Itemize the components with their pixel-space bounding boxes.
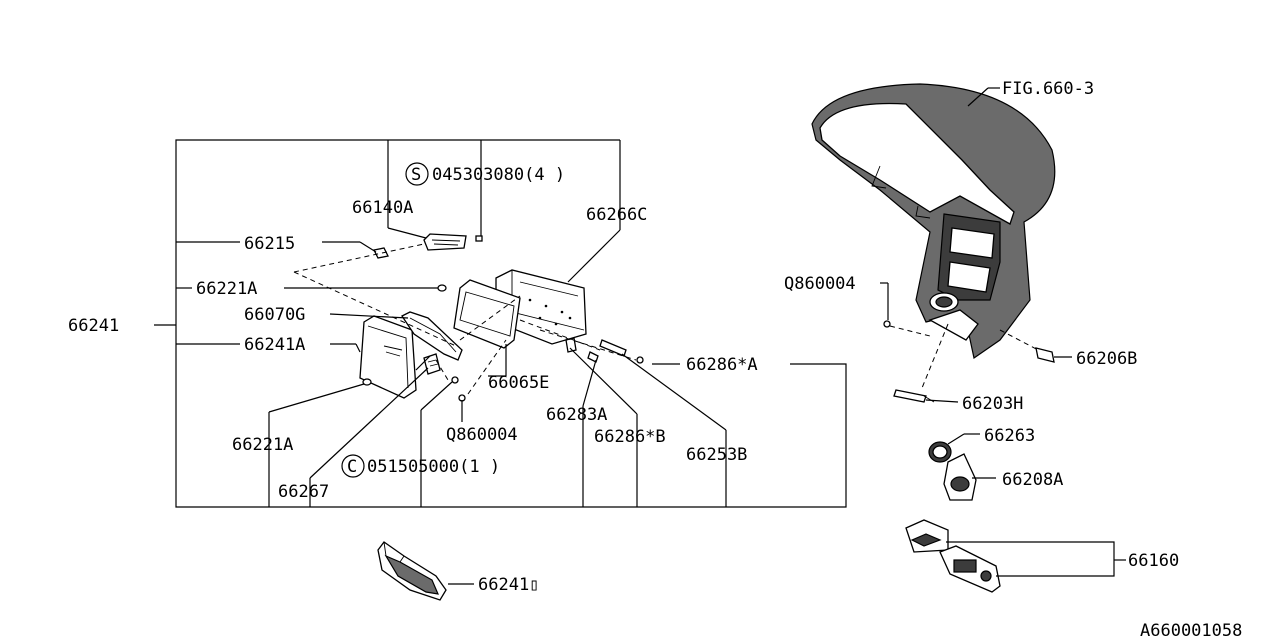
clip-66221A-bottom bbox=[362, 378, 372, 386]
part-66206B bbox=[1035, 347, 1055, 363]
part-66283A bbox=[565, 337, 577, 353]
screw-symbol-icon: S bbox=[405, 162, 429, 186]
console-small-parts bbox=[893, 347, 1055, 593]
switch-66140A bbox=[423, 233, 483, 251]
label-66140A: 66140A bbox=[352, 198, 413, 218]
console-guide-lines bbox=[889, 323, 1043, 389]
svg-text:S: S bbox=[411, 165, 421, 185]
label-q860004-right: Q860004 bbox=[784, 274, 856, 294]
connector-66267 bbox=[423, 353, 441, 375]
label-66267: 66267 bbox=[278, 482, 329, 502]
part-labels: FIG.660-3 045303080(4 ) 66140A 66266C 66… bbox=[68, 79, 1242, 640]
label-66070G: 66070G bbox=[244, 305, 305, 325]
label-66208A: 66208A bbox=[1002, 470, 1063, 490]
label-66221A-top: 66221A bbox=[196, 279, 257, 299]
label-66286A: 66286*A bbox=[686, 355, 758, 375]
part-66203H bbox=[893, 389, 927, 403]
svg-text:C: C bbox=[347, 457, 357, 477]
label-66241A: 66241A bbox=[244, 335, 305, 355]
label-66266C: 66266C bbox=[586, 205, 647, 225]
frame-66065E bbox=[453, 279, 521, 349]
clip-66221A-top bbox=[437, 284, 447, 292]
label-q860004-left: Q860004 bbox=[446, 425, 518, 445]
label-045303080: 045303080(4 ) bbox=[432, 165, 565, 185]
panel-66241A bbox=[359, 315, 417, 399]
clip-66215 bbox=[373, 247, 389, 259]
label-fig-660-3: FIG.660-3 bbox=[1002, 79, 1094, 99]
clip-symbol-icon: C bbox=[341, 454, 365, 478]
clip-051505000 bbox=[451, 376, 459, 384]
assembly-guide-lines bbox=[293, 243, 637, 395]
label-reference-code: A660001058 bbox=[1140, 621, 1242, 640]
assembly-frame bbox=[154, 139, 847, 508]
label-66206B: 66206B bbox=[1076, 349, 1137, 369]
label-051505000: 051505000(1 ) bbox=[367, 457, 500, 477]
label-66286B: 66286*B bbox=[594, 427, 666, 447]
label-66241D: 66241▯ bbox=[478, 575, 539, 595]
label-66160: 66160 bbox=[1128, 551, 1179, 571]
label-66065E: 66065E bbox=[488, 373, 549, 393]
label-66263: 66263 bbox=[984, 426, 1035, 446]
label-66283A: 66283A bbox=[546, 405, 607, 425]
part-66286B bbox=[587, 351, 599, 363]
center-assembly-illustration bbox=[359, 233, 644, 402]
side-trim-66241D bbox=[377, 541, 447, 601]
console-illustration bbox=[811, 83, 1056, 360]
label-66241: 66241 bbox=[68, 316, 119, 336]
label-66253B: 66253B bbox=[686, 445, 747, 465]
part-66253B bbox=[599, 339, 627, 357]
leader-lines bbox=[268, 87, 1126, 585]
label-66203H: 66203H bbox=[962, 394, 1023, 414]
label-66221A-bottom: 66221A bbox=[232, 435, 293, 455]
part-66286A bbox=[636, 356, 644, 364]
trim-66070G bbox=[401, 311, 463, 361]
label-66215: 66215 bbox=[244, 234, 295, 254]
